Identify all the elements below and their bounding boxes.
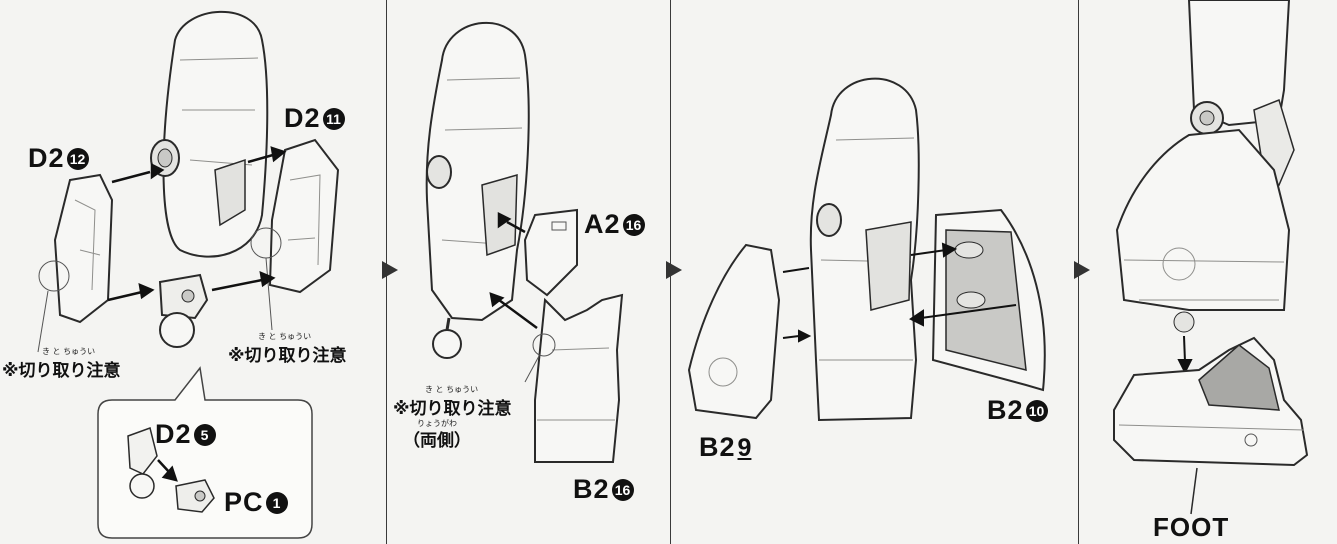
step-panel-4: FOOT [1079, 0, 1337, 544]
part-number-badge: 10 [1026, 400, 1048, 422]
part-number-badge: 1 [266, 492, 288, 514]
label-code: D2 [155, 419, 192, 449]
part-number-badge: 11 [323, 108, 345, 130]
part-b2-9 [689, 245, 779, 418]
part-number-badge: 12 [67, 148, 89, 170]
part-d2-12 [55, 175, 112, 322]
label-code: D2 [284, 103, 321, 133]
part-number-underlined: 9 [738, 437, 752, 459]
label-code: PC [224, 487, 264, 517]
panel-2-illustration [387, 0, 670, 544]
part-shin-body [164, 12, 268, 257]
part-number-badge: 16 [623, 214, 645, 236]
both-sides-note: （両側） [403, 426, 471, 451]
caution-note: ※切り取り注意 [393, 394, 512, 419]
part-number-badge: 5 [194, 424, 216, 446]
caution-note-left: ※切り取り注意 [2, 356, 121, 381]
part-b2-16 [535, 295, 622, 462]
part-a2-16 [525, 210, 577, 295]
label-code: D2 [28, 143, 65, 173]
part-d2-11 [270, 140, 338, 292]
caution-note-right: ※切り取り注意 [228, 341, 347, 366]
label-foot: FOOT [1153, 512, 1229, 543]
panel-4-illustration [1079, 0, 1337, 544]
label-code: B2 [573, 474, 610, 504]
part-number-badge: 16 [612, 479, 634, 501]
label-code: B2 [699, 432, 736, 462]
label-b2-9: B29 [699, 432, 751, 463]
panel-1-illustration [0, 0, 385, 544]
label-code: B2 [987, 395, 1024, 425]
part-lower-leg-assembled [1117, 130, 1289, 310]
label-code: A2 [584, 209, 621, 239]
